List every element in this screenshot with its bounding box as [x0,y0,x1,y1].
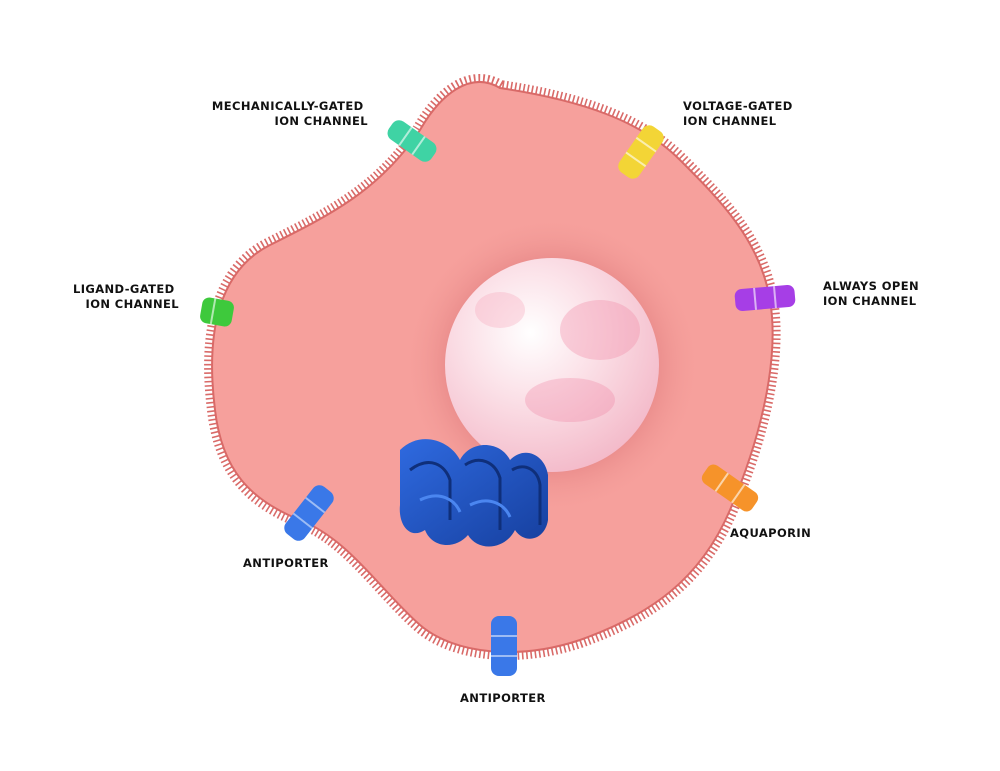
nucleus-texture [525,378,615,422]
voltage-gated-ion-channel-protein [618,125,664,179]
label-always-open: ALWAYS OPEN ION CHANNEL [823,279,923,308]
label-mechanically-gated: MECHANICALLY-GATED ION CHANNEL [212,99,368,128]
label-ligand-gated: LIGAND-GATED ION CHANNEL [73,282,179,311]
label-voltage-gated: VOLTAGE-GATED ION CHANNEL [683,99,797,128]
nucleus-texture [475,292,525,328]
golgi-apparatus [399,439,548,547]
label-antiporter-bottom: ANTIPORTER [460,691,546,705]
nucleus-texture [560,300,640,360]
mechanically-gated-ion-channel-protein [387,120,437,162]
ligand-gated-ion-channel-protein [200,297,234,327]
antiporter-left-protein [284,485,334,541]
nucleus [445,258,659,472]
always-open-ion-channel-protein [734,285,796,311]
antiporter-bottom-protein [491,616,517,676]
aquaporin-protein [701,464,759,512]
label-antiporter-left: ANTIPORTER [243,556,329,570]
label-aquaporin: AQUAPORIN [730,526,811,540]
